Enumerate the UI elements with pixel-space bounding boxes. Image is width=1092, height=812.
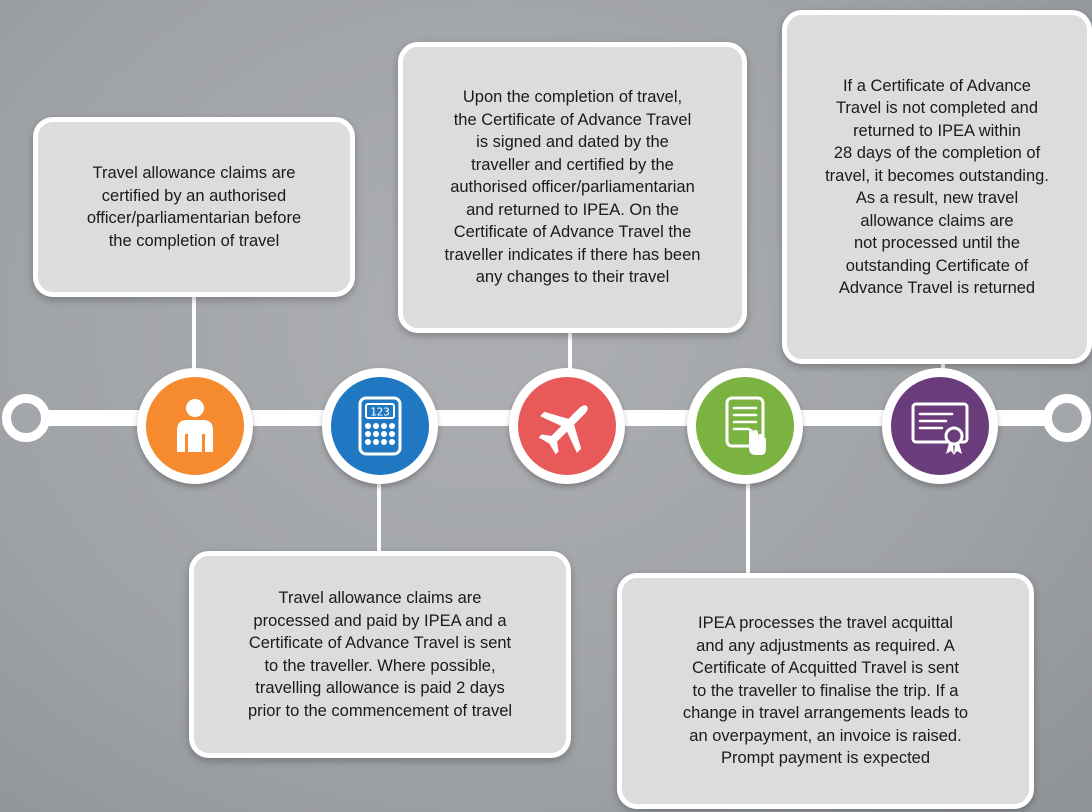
step-2-node: 123 bbox=[322, 368, 438, 484]
step-1-node bbox=[137, 368, 253, 484]
connector-step-1 bbox=[192, 294, 196, 374]
person-icon bbox=[177, 399, 213, 452]
step-5-node bbox=[882, 368, 998, 484]
calculator-icon: 123 bbox=[358, 396, 402, 456]
step-5-box: If a Certificate of Advance Travel is no… bbox=[782, 10, 1092, 364]
certificate-icon bbox=[911, 402, 969, 455]
signing-document-icon bbox=[725, 396, 766, 455]
connector-step-2 bbox=[377, 474, 381, 554]
connector-step-4 bbox=[746, 474, 750, 580]
step-3-box: Upon the completion of travel, the Certi… bbox=[398, 42, 747, 333]
step-5-text: If a Certificate of Advance Travel is no… bbox=[825, 76, 1049, 298]
step-4-node bbox=[687, 368, 803, 484]
step-3-node bbox=[509, 368, 625, 484]
timeline-end-cap bbox=[1043, 394, 1091, 442]
connector-step-3 bbox=[568, 330, 572, 374]
step-4-box: IPEA processes the travel acquittal and … bbox=[617, 573, 1034, 809]
step-1-box: Travel allowance claims are certified by… bbox=[33, 117, 355, 297]
step-2-text: Travel allowance claims are processed an… bbox=[247, 589, 513, 720]
step-2-box: Travel allowance claims are processed an… bbox=[189, 551, 571, 758]
step-3-text: Upon the completion of travel, the Certi… bbox=[444, 88, 701, 287]
calculator-display-text: 123 bbox=[370, 406, 390, 419]
step-1-text: Travel allowance claims are certified by… bbox=[86, 164, 302, 250]
step-4-text: IPEA processes the travel acquittal and … bbox=[682, 614, 969, 768]
connector-step-5 bbox=[941, 360, 945, 374]
timeline-start-cap bbox=[2, 394, 50, 442]
airplane-icon bbox=[538, 405, 588, 455]
